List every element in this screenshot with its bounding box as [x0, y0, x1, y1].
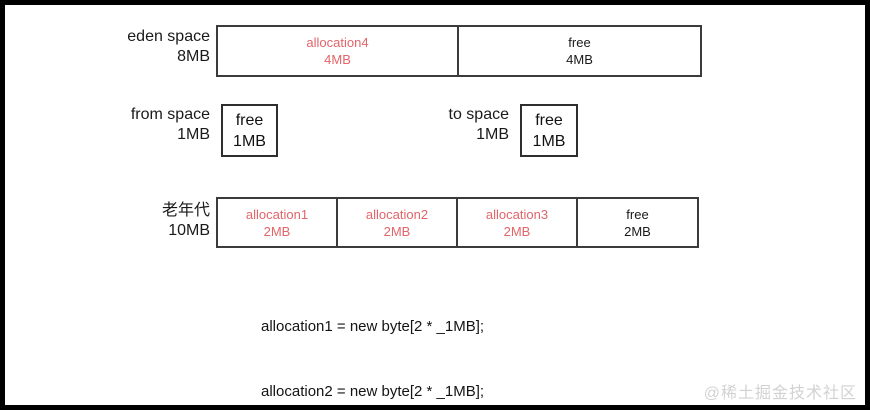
eden-space-label-line2: 8MB [177, 48, 210, 65]
to-space-label: to space 1MB [375, 105, 509, 145]
eden-space-label-line1: eden space [127, 28, 210, 45]
from-space-box-name: free [235, 111, 264, 129]
eden-space-label: eden space 8MB [65, 27, 210, 67]
eden-space-bar: allocation4 4MB free 4MB [216, 25, 702, 77]
to-space-box-name: free [535, 111, 563, 129]
code-line-2: allocation2 = new byte[2 * _1MB]; [261, 382, 485, 400]
old-gen-label: 老年代 10MB [65, 201, 210, 241]
eden-cell-free: free 4MB [459, 27, 700, 75]
to-space-label-line1: to space [448, 106, 509, 123]
old-gen-cell-allocation3-name: allocation3 [485, 206, 549, 222]
code-line-1: allocation1 = new byte[2 * _1MB]; [261, 318, 485, 335]
from-space-label-line1: from space [130, 106, 210, 123]
old-gen-cell-allocation1-name: allocation1 [245, 206, 309, 222]
to-space-box-size: 1MB [532, 132, 566, 150]
old-gen-cell-allocation3: allocation3 2MB [458, 199, 578, 246]
old-gen-cell-free-name: free [626, 206, 649, 222]
eden-cell-free-name: free [568, 35, 591, 50]
old-gen-cell-allocation2-name: allocation2 [365, 206, 429, 222]
code-block: allocation1 = new byte[2 * _1MB]; alloca… [261, 273, 485, 405]
old-gen-cell-allocation1-size: 2MB [263, 223, 291, 239]
from-space-label-line2: 1MB [177, 126, 210, 143]
eden-cell-allocation4: allocation4 4MB [218, 27, 460, 75]
watermark: @稀土掘金技术社区 [703, 385, 857, 402]
old-gen-label-line2: 10MB [168, 222, 210, 239]
from-space-box-size: 1MB [233, 132, 266, 150]
old-gen-bar: allocation1 2MB allocation2 2MB allocati… [216, 197, 699, 248]
old-gen-cell-free-size: 2MB [624, 223, 651, 239]
old-gen-cell-allocation2: allocation2 2MB [338, 199, 458, 246]
from-space-box: free 1MB [221, 104, 278, 157]
old-gen-cell-allocation3-size: 2MB [503, 223, 531, 239]
from-space-label: from space 1MB [65, 105, 210, 145]
old-gen-cell-free: free 2MB [578, 199, 697, 246]
old-gen-label-line1: 老年代 [161, 202, 210, 219]
diagram-inner: eden space 8MB allocation4 4MB free 4MB … [5, 5, 865, 405]
to-space-box: free 1MB [520, 104, 578, 157]
to-space-label-line2: 1MB [476, 126, 509, 143]
eden-cell-allocation4-name: allocation4 [306, 35, 369, 50]
old-gen-cell-allocation2-size: 2MB [383, 223, 411, 239]
eden-cell-free-size: 4MB [566, 52, 593, 67]
old-gen-cell-allocation1: allocation1 2MB [218, 199, 338, 246]
eden-cell-allocation4-size: 4MB [324, 52, 351, 67]
